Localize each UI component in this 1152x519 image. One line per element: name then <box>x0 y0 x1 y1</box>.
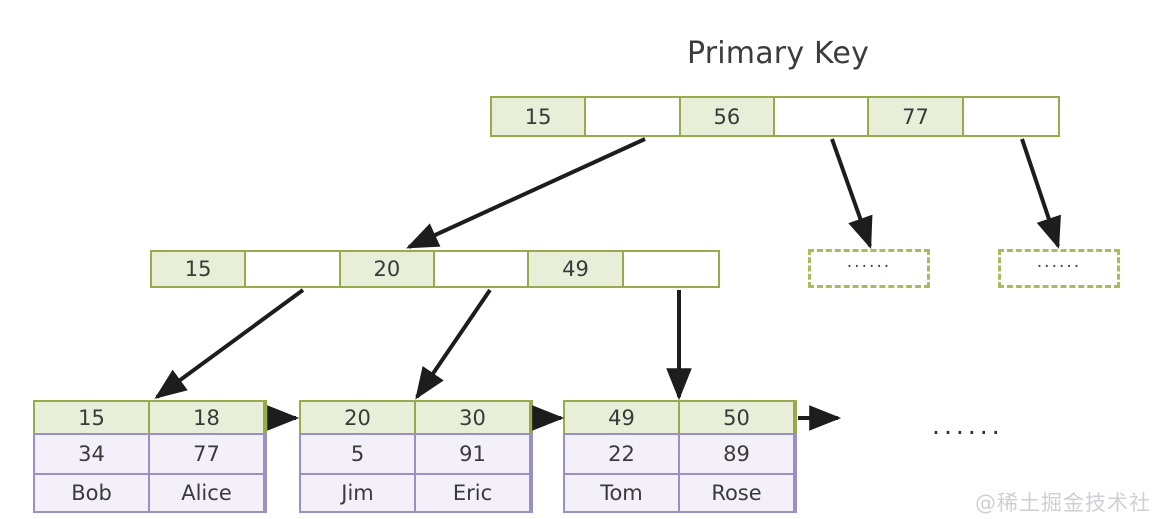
leaf-2-key-0: 20 <box>301 402 416 433</box>
arrow-root-to-internal <box>406 137 646 249</box>
leaf-2-data-row-0: 5 91 <box>299 433 533 473</box>
root-cell-pointer-5 <box>963 98 1058 135</box>
placeholder-node-1: ······ <box>808 249 930 288</box>
root-cell-key-0: 15 <box>492 98 587 135</box>
leaf-1-data-1-0: Bob <box>35 475 150 511</box>
leaf-3-data-0-1: 89 <box>680 435 795 473</box>
placeholder-node-2: ······ <box>998 249 1120 288</box>
leaf-2-key-1: 30 <box>416 402 531 433</box>
leaf-3-key-1: 50 <box>680 402 795 433</box>
leaf-1-data-1-1: Alice <box>150 475 265 511</box>
leaf-chain-ellipsis: ······ <box>932 418 1004 447</box>
placeholder-ellipsis-1: ······ <box>846 257 892 277</box>
arrow-root-to-placeholder-2 <box>1020 138 1061 250</box>
leaf-1-data-row-1: Bob Alice <box>33 473 267 513</box>
placeholder-ellipsis-2: ······ <box>1036 257 1082 277</box>
leaf-1-data-row-0: 34 77 <box>33 433 267 473</box>
internal-index-node: 15 20 49 <box>150 250 720 288</box>
leaf-3-data-row-1: Tom Rose <box>563 473 797 513</box>
leaf-2-data-1-0: Jim <box>301 475 416 511</box>
leaf-1-key-0: 15 <box>35 402 150 433</box>
leaf-2-data-0-1: 91 <box>416 435 531 473</box>
leaf-1-key-1: 18 <box>150 402 265 433</box>
leaf-3-data-1-0: Tom <box>565 475 680 511</box>
internal-cell-pointer-5 <box>623 252 718 286</box>
leaf-3-key-0: 49 <box>565 402 680 433</box>
leaf-3-key-row: 49 50 <box>563 400 797 433</box>
leaf-2-data-1-1: Eric <box>416 475 531 511</box>
leaf-3-data-row-0: 22 89 <box>563 433 797 473</box>
leaf-1-key-row: 15 18 <box>33 400 267 433</box>
leaf-2-data-row-1: Jim Eric <box>299 473 533 513</box>
root-cell-pointer-1 <box>586 98 681 135</box>
page-title: Primary Key <box>686 36 870 71</box>
arrow-root-to-placeholder-1 <box>830 138 873 250</box>
internal-cell-key-0: 15 <box>152 252 247 286</box>
internal-cell-key-2: 20 <box>340 252 435 286</box>
internal-cell-pointer-1 <box>246 252 341 286</box>
leaf-1-data-0-1: 77 <box>150 435 265 473</box>
leaf-3-data-1-1: Rose <box>680 475 795 511</box>
watermark: @稀土掘金技术社区 <box>975 491 1152 515</box>
root-cell-key-4: 77 <box>869 98 964 135</box>
root-index-node: 15 56 77 <box>490 96 1060 137</box>
leaf-2-data-0-0: 5 <box>301 435 416 473</box>
leaf-node-2: 20 30 5 91 Jim Eric <box>299 400 533 513</box>
arrow-internal-to-leaf-2 <box>415 288 492 400</box>
leaf-3-data-0-0: 22 <box>565 435 680 473</box>
internal-cell-key-4: 49 <box>529 252 624 286</box>
arrow-internal-to-leaf-1 <box>154 288 305 399</box>
root-cell-key-2: 56 <box>680 98 775 135</box>
leaf-node-3: 49 50 22 89 Tom Rose <box>563 400 797 513</box>
internal-cell-pointer-3 <box>434 252 530 286</box>
root-cell-pointer-3 <box>774 98 870 135</box>
leaf-2-key-row: 20 30 <box>299 400 533 433</box>
leaf-node-1: 15 18 34 77 Bob Alice <box>33 400 267 513</box>
leaf-1-data-0-0: 34 <box>35 435 150 473</box>
